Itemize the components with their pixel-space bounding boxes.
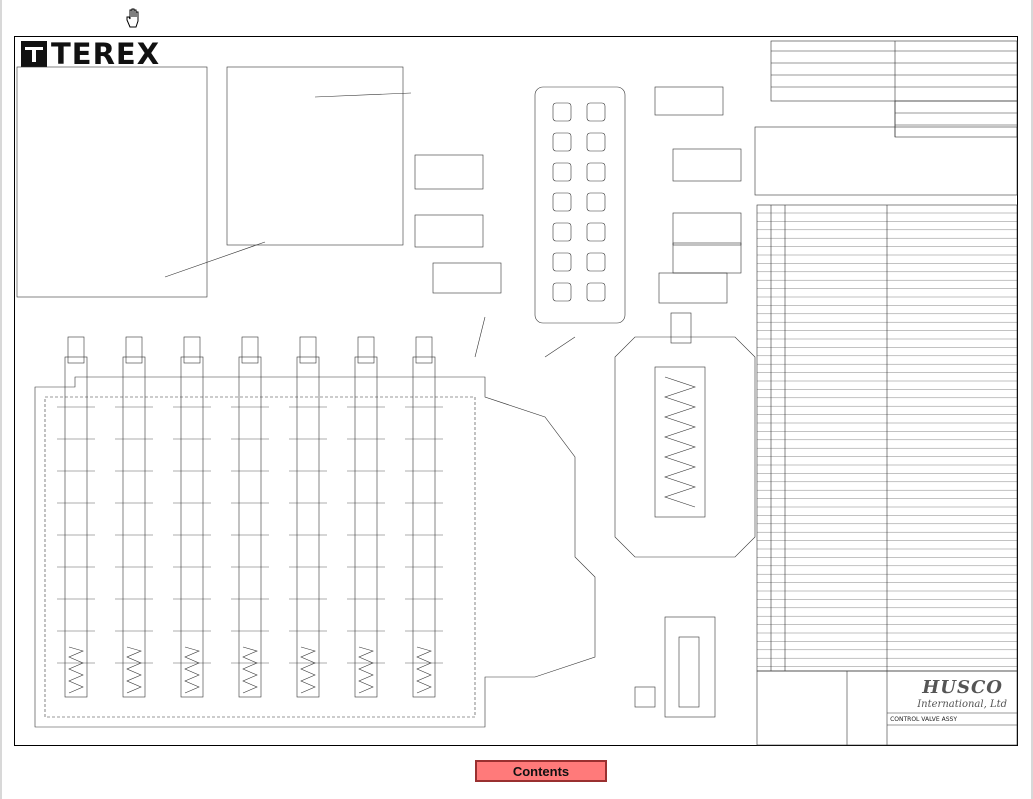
hand-cursor-icon	[126, 8, 139, 28]
valve-spool	[115, 336, 153, 698]
logo-wordmark: TEREX	[51, 37, 161, 71]
valve-spool	[289, 336, 327, 698]
valve-port	[552, 222, 572, 242]
valve-port	[552, 132, 572, 152]
drawing-title: CONTROL VALVE ASSY	[890, 716, 957, 723]
valve-port	[586, 252, 606, 272]
schematic-drawing	[16, 40, 1018, 746]
valve-port	[552, 282, 572, 302]
husco-logo: HUSCO	[922, 677, 1003, 698]
husco-subtitle: International, Ltd	[917, 699, 1007, 710]
contents-button[interactable]: Contents	[475, 760, 607, 782]
terex-mark-icon	[21, 41, 47, 67]
valve-port	[552, 162, 572, 182]
valve-spool	[231, 336, 269, 698]
valve-port	[586, 192, 606, 212]
valve-spool	[347, 336, 385, 698]
drawing-sheet: TEREX	[14, 36, 1018, 746]
valve-port	[586, 102, 606, 122]
valve-spool	[405, 336, 443, 698]
valve-spool	[173, 336, 211, 698]
valve-port	[586, 282, 606, 302]
valve-port	[552, 102, 572, 122]
valve-port	[586, 132, 606, 152]
valve-port	[586, 222, 606, 242]
valve-spool	[57, 336, 95, 698]
valve-port	[586, 162, 606, 182]
valve-port	[552, 252, 572, 272]
valve-port	[552, 192, 572, 212]
terex-logo: TEREX	[21, 37, 161, 71]
